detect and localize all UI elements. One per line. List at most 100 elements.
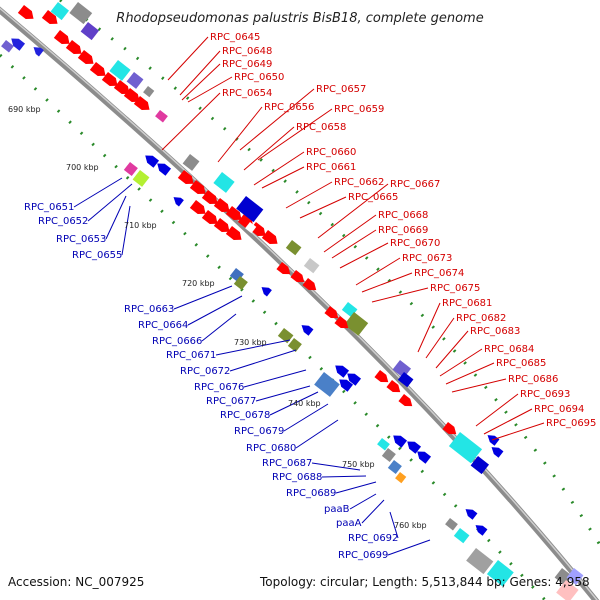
gene-block [445, 518, 458, 531]
forward-label-leader [179, 50, 221, 96]
gene-block [154, 94, 165, 104]
reverse-label-leader [243, 369, 307, 388]
forward-label-leader [483, 408, 533, 435]
label-leader-lines [73, 36, 545, 556]
gene-arrow [201, 210, 218, 225]
forward-gene-label: RPC_0695 [546, 418, 596, 429]
gene-block [132, 170, 150, 187]
gene-block [245, 222, 257, 234]
forward-gene-label: RPC_0645 [210, 32, 260, 43]
forward-gene-label: RPC_0660 [306, 147, 356, 158]
gene-block [566, 568, 584, 585]
scale-label: 750 kbp [342, 460, 375, 469]
forward-label-leader [285, 181, 333, 209]
gene-arrow [145, 155, 160, 168]
forward-label-leader [425, 317, 455, 359]
reverse-label-leader [283, 403, 329, 432]
gene-block [69, 2, 93, 25]
forward-gene-label: RPC_0665 [348, 192, 398, 203]
forward-gene-label: RPC_0673 [402, 253, 452, 264]
gene-arrow [189, 180, 206, 195]
forward-label-leader [435, 330, 469, 369]
gene-arrow [339, 379, 354, 392]
gene-arrow [301, 325, 314, 336]
reverse-label-leader [349, 493, 377, 510]
forward-gene-label: RPC_0654 [222, 88, 272, 99]
gene-arrow [475, 525, 488, 536]
gene-arrow [77, 50, 94, 65]
gene-arrow [324, 306, 339, 319]
reverse-gene-label: RPC_0680 [246, 443, 296, 454]
gene-arrow [347, 373, 362, 386]
reverse-label-leader [87, 183, 133, 222]
forward-label-leader [323, 214, 377, 253]
reverse-gene-label: RPC_0653 [56, 234, 106, 245]
gene-arrow [407, 441, 422, 454]
gene-arrow [11, 38, 26, 51]
gene-features [1, 2, 584, 600]
forward-label-leader [355, 257, 401, 286]
forward-label-leader [491, 422, 545, 441]
gene-arrow [213, 218, 230, 233]
accession-text: Accession: NC_007925 [8, 575, 144, 589]
gene-arrow [386, 380, 401, 393]
gene-arrow [177, 170, 194, 185]
reverse-gene-label: RPC_0664 [138, 320, 188, 331]
gene-arrow [225, 226, 242, 241]
scale-label: 760 kbp [394, 521, 427, 530]
reverse-gene-label: RPC_0655 [72, 250, 122, 261]
gene-block [287, 338, 302, 353]
gene-arrow [101, 72, 118, 87]
forward-gene-label: RPC_0674 [414, 268, 464, 279]
gene-arrow [65, 40, 82, 55]
gene-block [395, 472, 407, 484]
scale-label: 730 kbp [234, 338, 267, 347]
forward-gene-label: RPC_0669 [378, 225, 428, 236]
gene-arrow [465, 509, 478, 520]
gene-arrow [33, 47, 44, 57]
gene-block [314, 372, 340, 397]
forward-gene-label: RPC_0649 [222, 59, 272, 70]
gene-block [397, 372, 414, 388]
forward-gene-label: RPC_0685 [496, 358, 546, 369]
gene-block [470, 456, 490, 475]
forward-label-leader [371, 287, 429, 303]
gene-block [123, 162, 138, 177]
gene-block [126, 72, 144, 89]
gene-arrow [393, 435, 408, 448]
forward-label-leader [187, 76, 233, 103]
reverse-label-leader [121, 205, 131, 256]
reverse-gene-label: RPC_0679 [234, 426, 284, 437]
reverse-gene-label: RPC_0652 [38, 216, 88, 227]
gene-block [213, 172, 235, 193]
forward-label-leader [243, 126, 295, 171]
gene-block [50, 2, 70, 21]
gene-block [143, 86, 155, 98]
forward-gene-label: RPC_0694 [534, 404, 584, 415]
reverse-gene-label: RPC_0671 [166, 350, 216, 361]
gene-labels: RPC_0645RPC_0648RPC_0649RPC_0650RPC_0654… [24, 32, 596, 561]
gene-arrow [302, 278, 317, 291]
forward-label-leader [361, 272, 413, 293]
reverse-label-leader [187, 295, 243, 326]
reverse-label-leader [255, 385, 311, 402]
forward-gene-label: RPC_0659 [334, 104, 384, 115]
reverse-label-leader [105, 195, 127, 240]
forward-label-leader [317, 183, 389, 239]
gene-arrow [442, 422, 457, 435]
gene-block [486, 560, 514, 587]
forward-gene-label: RPC_0684 [484, 344, 534, 355]
reverse-gene-label: RPC_0688 [272, 472, 322, 483]
gene-arrow [113, 80, 130, 95]
gene-arrow [335, 365, 350, 378]
forward-gene-label: RPC_0661 [306, 162, 356, 173]
reverse-gene-label: RPC_0651 [24, 202, 74, 213]
gene-arrow [491, 447, 504, 458]
genome-summary-text: Topology: circular; Length: 5,513,844 bp… [259, 575, 590, 589]
gene-arrow [290, 270, 305, 283]
gene-block [277, 328, 294, 344]
gene-block [236, 196, 264, 223]
gene-block [387, 460, 402, 475]
